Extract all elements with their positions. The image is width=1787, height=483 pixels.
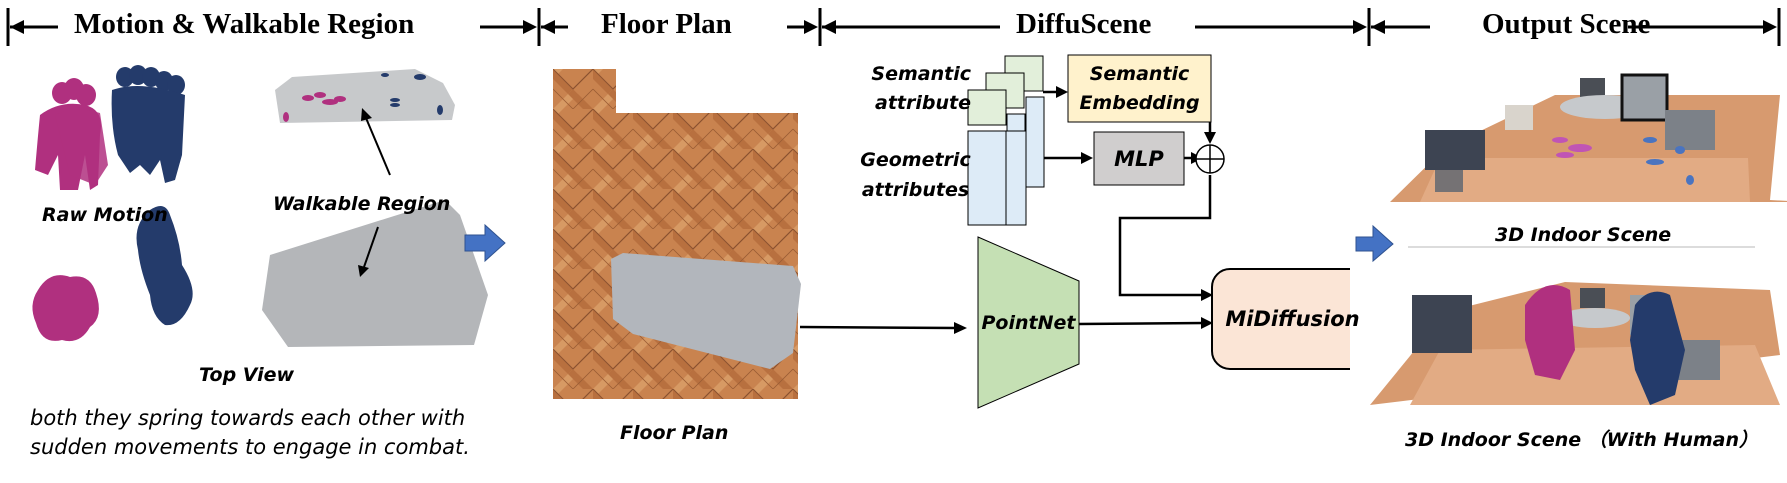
output-scenes xyxy=(1355,73,1787,405)
indoor-scene-label: 3D Indoor Scene xyxy=(1495,224,1672,246)
section-title-output-scene: Output Scene xyxy=(1482,8,1651,40)
semantic-embedding-box xyxy=(1067,54,1212,123)
top-view-person-b xyxy=(136,206,193,326)
indoor-scene-with-human-render xyxy=(1370,282,1780,405)
sum-node-icon xyxy=(1195,144,1225,174)
geometric-attributes-label-line-2: attributes xyxy=(861,179,970,201)
walkable-region-perspective xyxy=(275,69,455,123)
arrow-to-floor-plan xyxy=(464,223,506,263)
semantic-attribute-cards xyxy=(967,55,1044,226)
header-dimension-lines xyxy=(6,8,1781,46)
pointnet-label: PointNet xyxy=(981,312,1076,334)
raw-motion-person-a xyxy=(35,78,108,190)
floor-plan-label: Floor Plan xyxy=(620,422,729,444)
section-title-diffuscene: DiffuScene xyxy=(1016,8,1152,40)
motion-caption-line-2: sudden movements to engage in combat. xyxy=(30,435,470,459)
raw-motion-label: Raw Motion xyxy=(42,204,168,226)
human-b xyxy=(1630,291,1685,405)
diffuscene-diagram xyxy=(799,54,1350,409)
raw-motion-person-b xyxy=(111,65,185,183)
motion-figures xyxy=(32,65,506,347)
arrow-head-left xyxy=(10,20,24,34)
section-title-motion: Motion & Walkable Region xyxy=(74,8,415,40)
section-title-floor-plan: Floor Plan xyxy=(601,8,732,40)
mlp-box xyxy=(1093,131,1185,186)
top-view-person-a xyxy=(32,275,99,342)
midiffusion-box xyxy=(1211,268,1350,370)
arrow-head-right xyxy=(523,20,537,34)
semantic-attribute-label-line-2: attribute xyxy=(875,92,971,114)
geometric-attributes-label: Geometric attributes xyxy=(858,145,973,205)
arrow-to-output-scene xyxy=(1355,224,1394,263)
top-view-label: Top View xyxy=(199,364,295,386)
walkable-region-label: Walkable Region xyxy=(273,193,451,215)
semantic-attribute-label-line-1: Semantic xyxy=(871,63,971,85)
semantic-attribute-label: Semantic attribute xyxy=(871,60,971,118)
motion-caption-line-1: both they spring towards each other with xyxy=(30,406,466,430)
mlp-label: MLP xyxy=(1114,146,1164,171)
geometric-attributes-label-line-1: Geometric xyxy=(860,149,971,171)
semantic-embedding-text: Semantic Embedding xyxy=(1068,55,1211,122)
midiffusion-label: MiDiffusion xyxy=(1225,307,1360,331)
semantic-embedding-line-2: Embedding xyxy=(1079,91,1200,114)
semantic-embedding-line-1: Semantic xyxy=(1089,62,1190,85)
floor-plan-image xyxy=(553,69,801,399)
indoor-scene-with-human-label: 3D Indoor Scene （With Human） xyxy=(1405,429,1759,451)
floor-walkable-region xyxy=(611,253,801,369)
human-a xyxy=(1525,285,1575,380)
pointnet-block xyxy=(977,236,1080,409)
walkable-region-top-view xyxy=(262,200,488,347)
indoor-scene-render xyxy=(1390,73,1787,202)
